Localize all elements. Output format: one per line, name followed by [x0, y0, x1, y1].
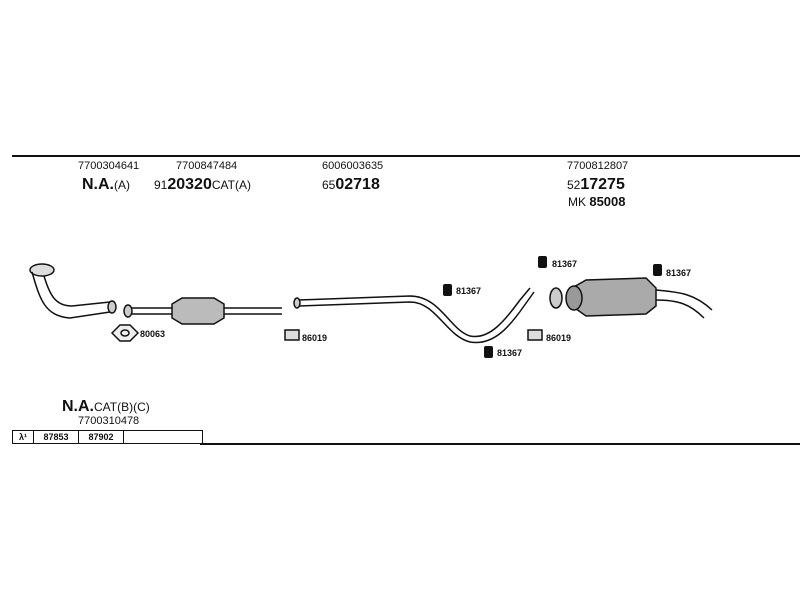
clamp-left-icon: [284, 329, 300, 341]
clamp-right-label: 86019: [546, 333, 572, 343]
hanger-right-end-icon: [653, 264, 662, 276]
bottom-divider: [200, 443, 800, 445]
hanger-mid-bottom-label: 81367: [497, 348, 523, 358]
hanger-mid-top-label: 81367: [456, 286, 482, 296]
col2-part-number: 9120320CAT(A): [154, 176, 251, 193]
col3-code: 6006003635: [322, 160, 384, 172]
lambda-part-number: N.A.CAT(B)(C): [62, 398, 150, 415]
col4-extra-part: MK 85008: [568, 194, 626, 209]
col3-part-number: 6502718: [322, 176, 380, 193]
gasket-icon: [110, 324, 140, 342]
downpipe: [29, 263, 117, 319]
top-divider: [12, 155, 800, 157]
rear-muffler: [549, 277, 713, 319]
col2-code: 7700847484: [176, 160, 238, 172]
lambda-table: λ¹ 87853 87902: [12, 430, 203, 444]
hanger-right-end-label: 81367: [666, 268, 692, 278]
hanger-mid-top-icon: [443, 284, 452, 296]
clamp-right-icon: [527, 329, 543, 341]
col1-part-number: N.A.(A): [82, 176, 130, 193]
clamp-left-label: 86019: [302, 333, 328, 343]
lambda-cell-1: 87853: [33, 430, 79, 444]
middle-pipe: [293, 287, 535, 344]
hanger-right-top-label: 81367: [552, 259, 578, 269]
hanger-mid-bottom-icon: [484, 346, 493, 358]
gasket-label: 80063: [140, 329, 166, 339]
col4-part-number: 5217275: [567, 176, 625, 193]
hanger-right-top-icon: [538, 256, 547, 268]
lambda-cell-3: [123, 430, 203, 444]
lambda-code: 7700310478: [78, 415, 140, 427]
catalytic-converter: [123, 297, 282, 325]
col1-code: 7700304641: [78, 160, 140, 172]
lambda-cell-2: 87902: [78, 430, 124, 444]
col4-code: 7700812807: [567, 160, 629, 172]
lambda-symbol: λ¹: [12, 430, 34, 444]
